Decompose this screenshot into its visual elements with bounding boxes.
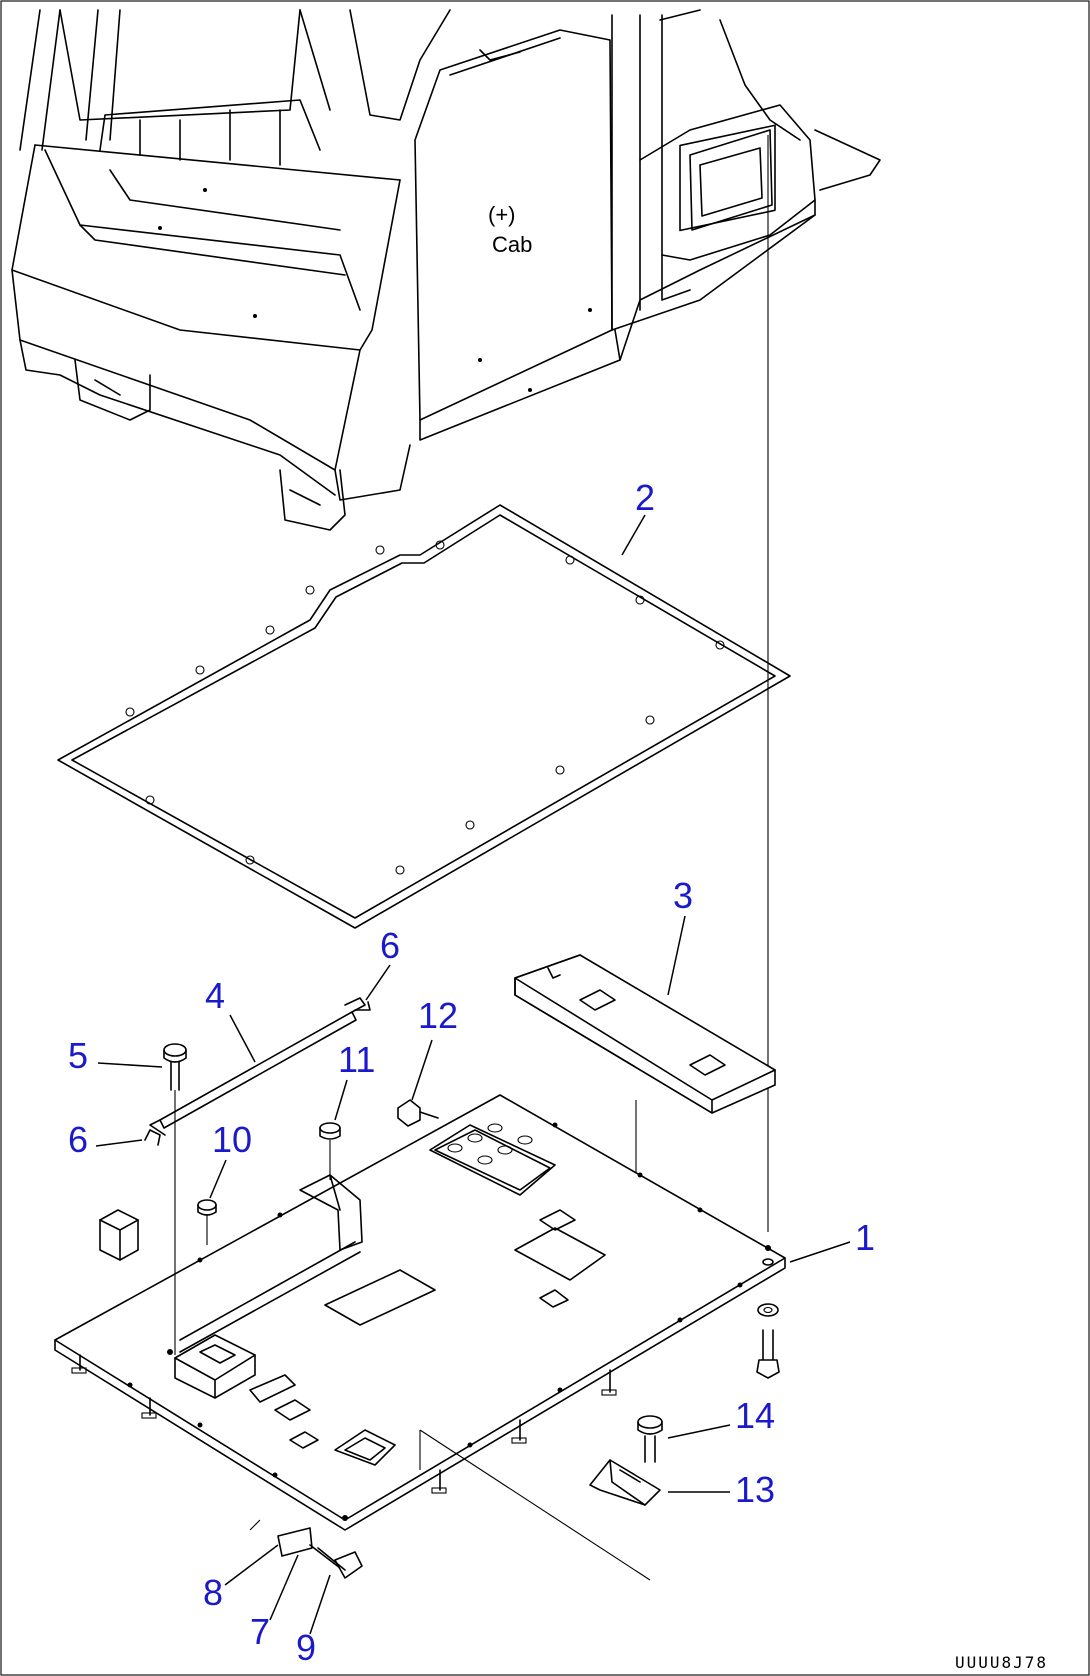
drawing-code: UUUU8J78	[955, 1653, 1048, 1672]
cab-label-line-2: Cab	[492, 232, 532, 257]
callout-5: 5	[68, 1035, 88, 1076]
callout-13: 13	[735, 1469, 775, 1510]
callout-9: 9	[296, 1627, 316, 1668]
callout-4: 4	[205, 975, 225, 1016]
floor-mat	[514, 954, 776, 1114]
callout-6-top: 6	[380, 925, 400, 966]
cab-assembly: (+) Cab	[11, 9, 881, 531]
callout-10: 10	[212, 1119, 252, 1160]
callout-14: 14	[735, 1395, 775, 1436]
callout-3: 3	[673, 875, 693, 916]
bolts	[144, 1001, 780, 1579]
cover-plate	[149, 997, 366, 1136]
callout-1: 1	[855, 1217, 875, 1258]
cab-label-line-1: (+)	[488, 202, 516, 227]
callout-8: 8	[203, 1572, 223, 1613]
callout-6-left: 6	[68, 1119, 88, 1160]
floor-plate	[54, 1094, 786, 1581]
callout-11: 11	[338, 1039, 375, 1080]
callout-2: 2	[635, 477, 655, 518]
gasket-frame	[57, 504, 791, 929]
callout-7: 7	[250, 1611, 270, 1652]
callout-12: 12	[418, 995, 458, 1036]
callouts: 2 3 6 4 5 6 12 11 10 1 14 13 8 7 9	[68, 477, 875, 1668]
